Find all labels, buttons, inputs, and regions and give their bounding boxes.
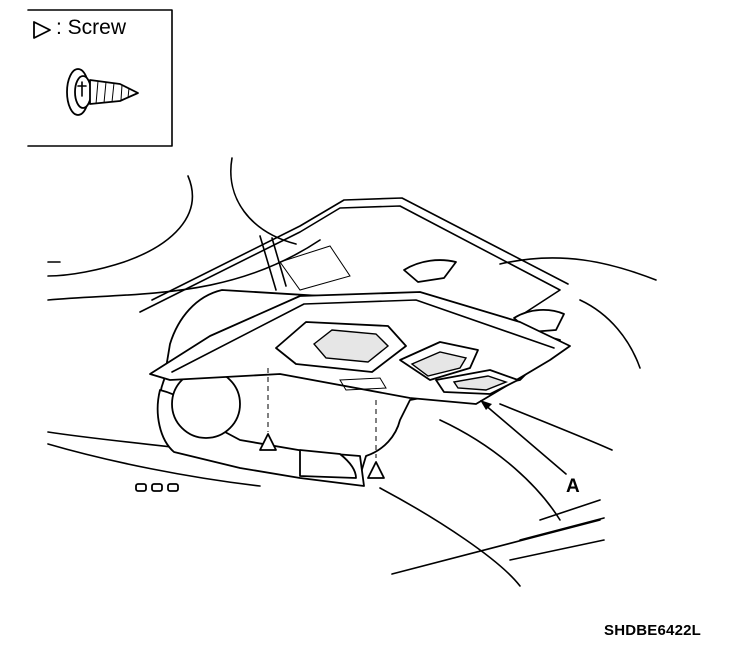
legend-label: : Screw <box>56 16 127 39</box>
callout-leader <box>480 400 567 475</box>
legend-box <box>27 9 173 147</box>
screw-icon <box>66 68 139 116</box>
callout-label-a: A <box>566 476 580 497</box>
figure-code: SHDBE6422L <box>604 622 702 639</box>
legend: ▷ : Screw <box>56 16 126 40</box>
console-face <box>149 291 571 405</box>
screw-locations <box>259 368 385 479</box>
vent-openings <box>135 483 179 492</box>
triangle-icon <box>33 21 51 39</box>
screw-triangle-icon <box>367 461 385 479</box>
screw-triangle-icon <box>259 433 277 451</box>
sunroof-frame <box>139 197 569 333</box>
